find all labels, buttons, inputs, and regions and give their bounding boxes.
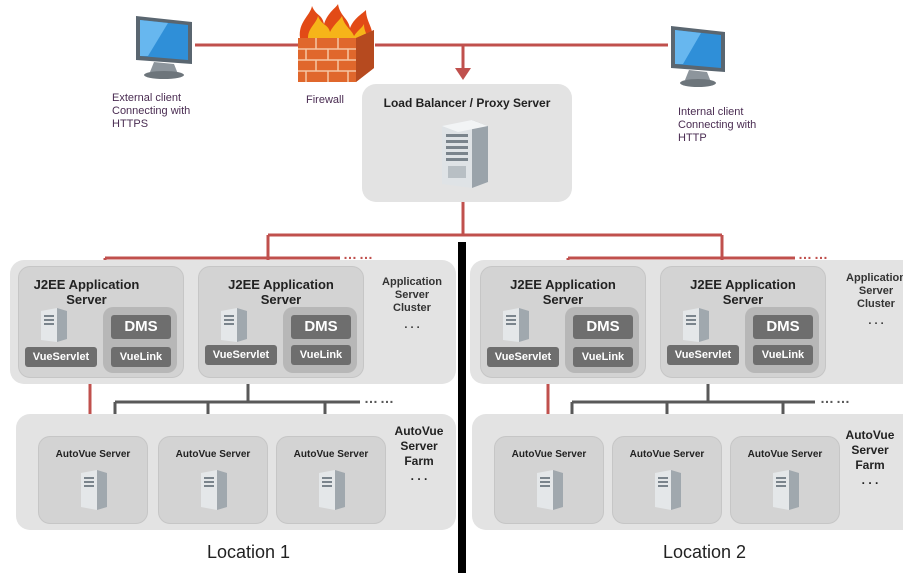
firewall-icon [292,4,380,86]
internal-client-line1: Internal client [678,106,744,118]
farm-label-line2: Server [851,443,889,457]
autovue-server-label: AutoVue Server [55,449,131,460]
dms-component: DMS [753,315,813,339]
farm-label-line3: Farm [404,454,434,468]
farm-label-dots: . . . [861,473,879,487]
cluster-label-line3: Cluster [393,302,431,314]
cluster-label-line1: Application [846,272,903,284]
autovue-server-label: AutoVue Server [293,449,369,460]
farm1-label: AutoVue Server Farm . . . [386,424,452,484]
j2ee-app-server-title: J2EE Application Server [481,277,645,307]
autovue-server-label: AutoVue Server [175,449,251,460]
load-balancer-box: Load Balancer / Proxy Server [362,84,572,202]
vuelink-component: VueLink [291,345,351,365]
j2ee-title-line1: J2EE Application [510,277,616,292]
j2ee-title-line2: Server [722,292,764,307]
external-client-line1: External client [112,92,182,104]
server-tower-icon [535,469,565,511]
j2ee-title-line2: Server [542,292,584,307]
external-client-line2: Connecting with [112,105,191,117]
external-client-monitor-icon [128,10,200,82]
autovue-server-1b: AutoVue Server [158,436,268,524]
firewall-label: Firewall [306,94,344,106]
vueservlet-component: VueServlet [487,347,559,367]
j2ee-app-server-title: J2EE Application Server [661,277,825,307]
farm-label-line3: Farm [855,458,885,472]
internal-client-line2: Connecting with [678,119,757,131]
server-tower-icon [501,307,531,343]
load-balancer-label: Load Balancer / Proxy Server [383,96,551,110]
autovue-server-1c: AutoVue Server [276,436,386,524]
cluster-label-dots: . . . [868,315,884,327]
cluster-label-line2: Server [858,285,894,297]
autovue-server-2a: AutoVue Server [494,436,604,524]
server-tower-icon [317,469,347,511]
farm2-gray-ellipsis: …… [820,390,852,406]
vuelink-component: VueLink [753,345,813,365]
location-2-label: Location 2 [663,542,747,562]
vueservlet-component: VueServlet [205,345,277,365]
dms-component: DMS [291,315,351,339]
autovue-server-2b: AutoVue Server [612,436,722,524]
j2ee-title-line1: J2EE Application [228,277,334,292]
autovue-server-label: AutoVue Server [747,449,823,460]
server-tower-icon [79,469,109,511]
location-1-label: Location 1 [207,542,291,562]
server-tower-icon [199,469,229,511]
dms-component: DMS [573,315,633,339]
server-tower-icon [681,307,711,343]
j2ee-app-server-2b: J2EE Application Server DMS VueServlet V… [660,266,826,378]
vuelink-component: VueLink [111,347,171,367]
farm-label-line1: AutoVue [845,428,895,442]
j2ee-title-line2: Server [66,292,107,307]
server-tower-icon [653,469,683,511]
cluster-label-line2: Server [394,289,430,301]
server-tower-icon [39,307,69,343]
autovue-server-label: AutoVue Server [629,449,705,460]
cluster2-label: Application Server Cluster . . . [836,272,903,328]
autovue-server-1a: AutoVue Server [38,436,148,524]
j2ee-app-server-title: J2EE Application Server [19,277,154,307]
external-client-label: External client Connecting with HTTPS [112,92,232,131]
j2ee-title-line2: Server [260,292,302,307]
farm1-gray-ellipsis: …… [364,390,396,406]
farm2-label: AutoVue Server Farm . . . [840,428,900,488]
vuelink-component: VueLink [573,347,633,367]
farm-label-line2: Server [400,439,438,453]
internal-client-line3: HTTP [678,132,707,144]
internal-client-monitor-icon [665,20,731,90]
cluster-label-dots: . . . [404,319,420,331]
autovue-server-label: AutoVue Server [511,449,587,460]
vueservlet-component: VueServlet [25,347,97,367]
autovue-server-2c: AutoVue Server [730,436,840,524]
cluster2-more-ellipsis: …… [798,246,830,262]
j2ee-app-server-2a: J2EE Application Server DMS VueServlet V… [480,266,646,378]
j2ee-app-server-title: J2EE Application Server [199,277,363,307]
cluster-label-line1: Application [382,276,442,288]
cluster1-label: Application Server Cluster . . . [372,276,452,332]
j2ee-title-line1: J2EE Application [33,277,140,292]
j2ee-app-server-1b: J2EE Application Server DMS VueServlet V… [198,266,364,378]
vueservlet-component: VueServlet [667,345,739,365]
internal-client-label: Internal client Connecting with HTTP [678,106,798,145]
farm-label-dots: . . . [410,469,428,483]
server-tower-icon [438,118,492,190]
server-tower-icon [219,307,249,343]
j2ee-app-server-1a: J2EE Application Server DMS VueServlet V… [18,266,184,378]
server-tower-icon [771,469,801,511]
cluster1-more-ellipsis: …… [343,246,375,262]
farm-label-line1: AutoVue [394,424,444,438]
dms-component: DMS [111,315,171,339]
cluster-label-line3: Cluster [857,298,895,310]
external-client-line3: HTTPS [112,118,149,130]
j2ee-title-line1: J2EE Application [690,277,796,292]
